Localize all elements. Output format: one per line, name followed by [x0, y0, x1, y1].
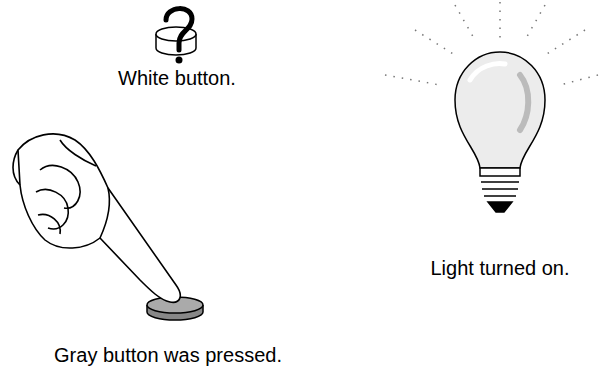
white-button-icon [156, 27, 196, 55]
pressing-hand [13, 134, 180, 302]
caption-label: White button. [118, 66, 236, 90]
light-bulb [455, 52, 545, 212]
caption-label: Light turned on. [431, 256, 570, 280]
caption-label: Gray button was pressed. [54, 343, 282, 367]
question-mark [166, 9, 192, 64]
